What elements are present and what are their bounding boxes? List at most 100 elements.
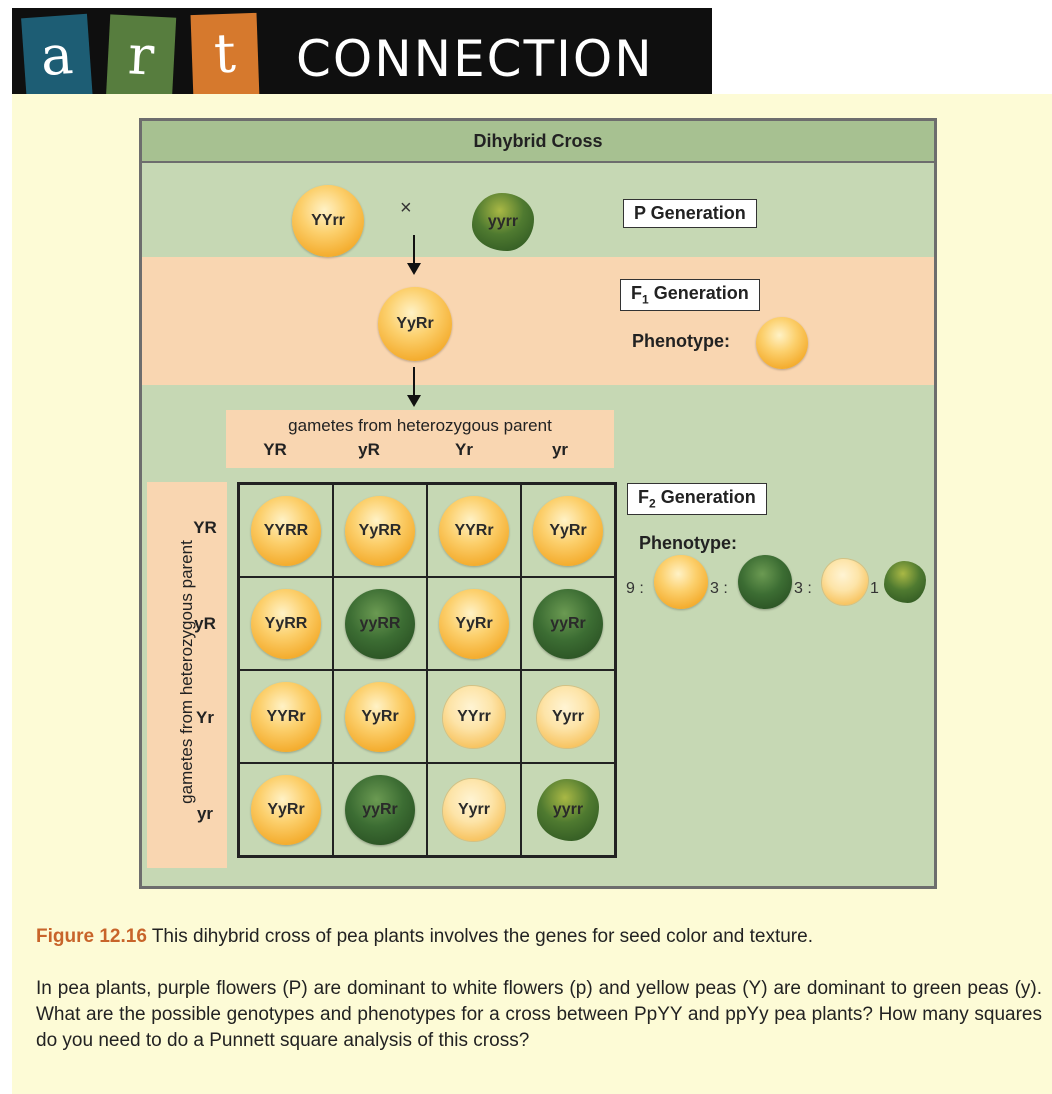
question-text: In pea plants, purple flowers (P) are do… [36,978,1042,1051]
top-gamete-label: yr [551,440,569,459]
cross-symbol: × [400,197,412,219]
offspring-genotype: Yyrr [457,800,491,818]
offspring-genotype: YYRR [263,521,309,539]
left-gamete-label: Yr [196,708,214,727]
offspring-pea: YyRr [251,774,321,845]
top-gametes-title: gametes from heterozygous parent [288,416,552,435]
parent1-pea: YYrr [292,185,364,257]
top-gamete-label: yR [358,440,380,459]
offspring-genotype: YyRr [455,614,493,632]
offspring-pea: Yyrr [443,778,505,841]
f1-generation-label: F1 Generation [620,279,760,311]
punnett-cell: YyRr [239,763,333,856]
ratio-yellow-smooth: 9 : [626,580,644,597]
punnett-cell: Yyrr [427,763,521,856]
f2-label-letter: F [638,487,649,507]
f2-yellow-smooth-pea [654,555,708,609]
figure-caption: Figure 12.16 This dihybrid cross of pea … [36,924,1026,950]
art-connection-banner: a r t CONNECTION [12,8,712,105]
offspring-pea: YyRr [439,588,509,659]
offspring-genotype: YyRr [267,800,305,818]
punnett-cell: YYRr [427,484,521,577]
f2-yellow-wrinkled-pea [822,559,868,605]
punnett-cell: yyRr [521,577,615,670]
ratio-green-wrinkled: 1 [870,580,879,597]
offspring-pea: Yyrr [537,685,599,748]
ratio-yellow-wrinkled: 3 : [794,580,812,597]
punnett-cell: YYRR [239,484,333,577]
arrow-p-to-f1 [407,235,421,275]
figure-caption-text: This dihybrid cross of pea plants involv… [146,926,813,947]
punnett-cell: YyRR [333,484,427,577]
offspring-pea: YyRR [251,588,321,659]
banner-word: CONNECTION [296,30,654,88]
f2-label-sub: 2 [649,496,656,511]
offspring-genotype: YyRr [549,521,587,539]
offspring-pea: yyRR [345,588,415,659]
f2-generation-label: F2 Generation [627,483,767,515]
offspring-pea: yyRr [533,588,603,659]
top-gametes-header: gametes from heterozygous parent YR yR Y… [226,410,614,468]
f1-phenotype-label: Phenotype: [632,331,731,351]
top-gamete-label: Yr [455,440,473,459]
offspring-pea: YYRr [439,495,509,566]
punnett-cell: YyRr [333,670,427,763]
offspring-pea: YyRR [345,495,415,566]
offspring-genotype: YYrr [457,707,491,725]
banner-letter-r: r [105,14,177,104]
diagram-title: Dihybrid Cross [142,121,934,163]
offspring-pea: YYRR [251,495,321,566]
parent2-pea: yyrr [472,193,534,251]
arrow-f1-to-f2 [407,367,421,407]
offspring-pea: YYrr [443,685,505,748]
offspring-genotype: yyRr [362,800,398,818]
p-generation-label: P Generation [623,199,757,228]
punnett-cell: Yyrr [521,670,615,763]
f2-label-rest: Generation [655,487,756,507]
f2-phenotype-label: Phenotype: [639,533,738,553]
punnett-cell: YyRR [239,577,333,670]
left-gamete-label: yR [194,614,216,633]
offspring-pea: YyRr [345,681,415,752]
offspring-genotype: yyRr [550,614,586,632]
punnett-square: YYRR YyRR YYRr YyRr YyRR yyRR YyRr yyRr … [237,482,617,858]
left-gametes-header: gametes from heterozygous parent YR yR Y… [147,482,227,868]
offspring-pea: yyRr [345,774,415,845]
ratio-green-smooth: 3 : [710,580,728,597]
top-gamete-label: YR [263,440,287,459]
offspring-genotype: Yyrr [551,707,585,725]
offspring-genotype: YyRr [361,707,399,725]
f1-label-rest: Generation [648,283,749,303]
dihybrid-cross-diagram: Dihybrid Cross YYrr × yyrr P Generation … [139,118,937,889]
figure-label: Figure 12.16 [36,926,147,947]
left-gamete-label: YR [193,518,217,537]
f2-green-smooth-pea [738,555,792,609]
punnett-cell: YYRr [239,670,333,763]
offspring-genotype: yyrr [552,800,584,818]
f1-band [142,257,934,385]
banner-letter-t: t [190,12,260,102]
f1-genotype: YyRr [396,315,434,332]
offspring-genotype: YYRr [454,521,494,539]
punnett-cell: yyRr [333,763,427,856]
offspring-pea: yyrr [537,778,599,841]
offspring-genotype: YyRR [358,521,402,539]
punnett-cell: YYrr [427,670,521,763]
f1-phenotype-pea [756,317,808,369]
punnett-cell: yyRR [333,577,427,670]
f1-label-letter: F [631,283,642,303]
offspring-pea: YyRr [533,495,603,566]
offspring-genotype: YYRr [266,707,306,725]
banner-letter-a: a [21,13,93,105]
f2-green-wrinkled-pea [884,561,926,603]
punnett-cell: YyRr [521,484,615,577]
punnett-cell: YyRr [427,577,521,670]
punnett-cell: yyrr [521,763,615,856]
parent1-genotype: YYrr [311,212,345,229]
offspring-genotype: yyRR [359,614,401,632]
f1-pea: YyRr [378,287,452,361]
offspring-genotype: YyRR [264,614,308,632]
offspring-pea: YYRr [251,681,321,752]
left-gamete-label: yr [196,804,214,823]
f1-label-sub: 1 [642,292,649,307]
